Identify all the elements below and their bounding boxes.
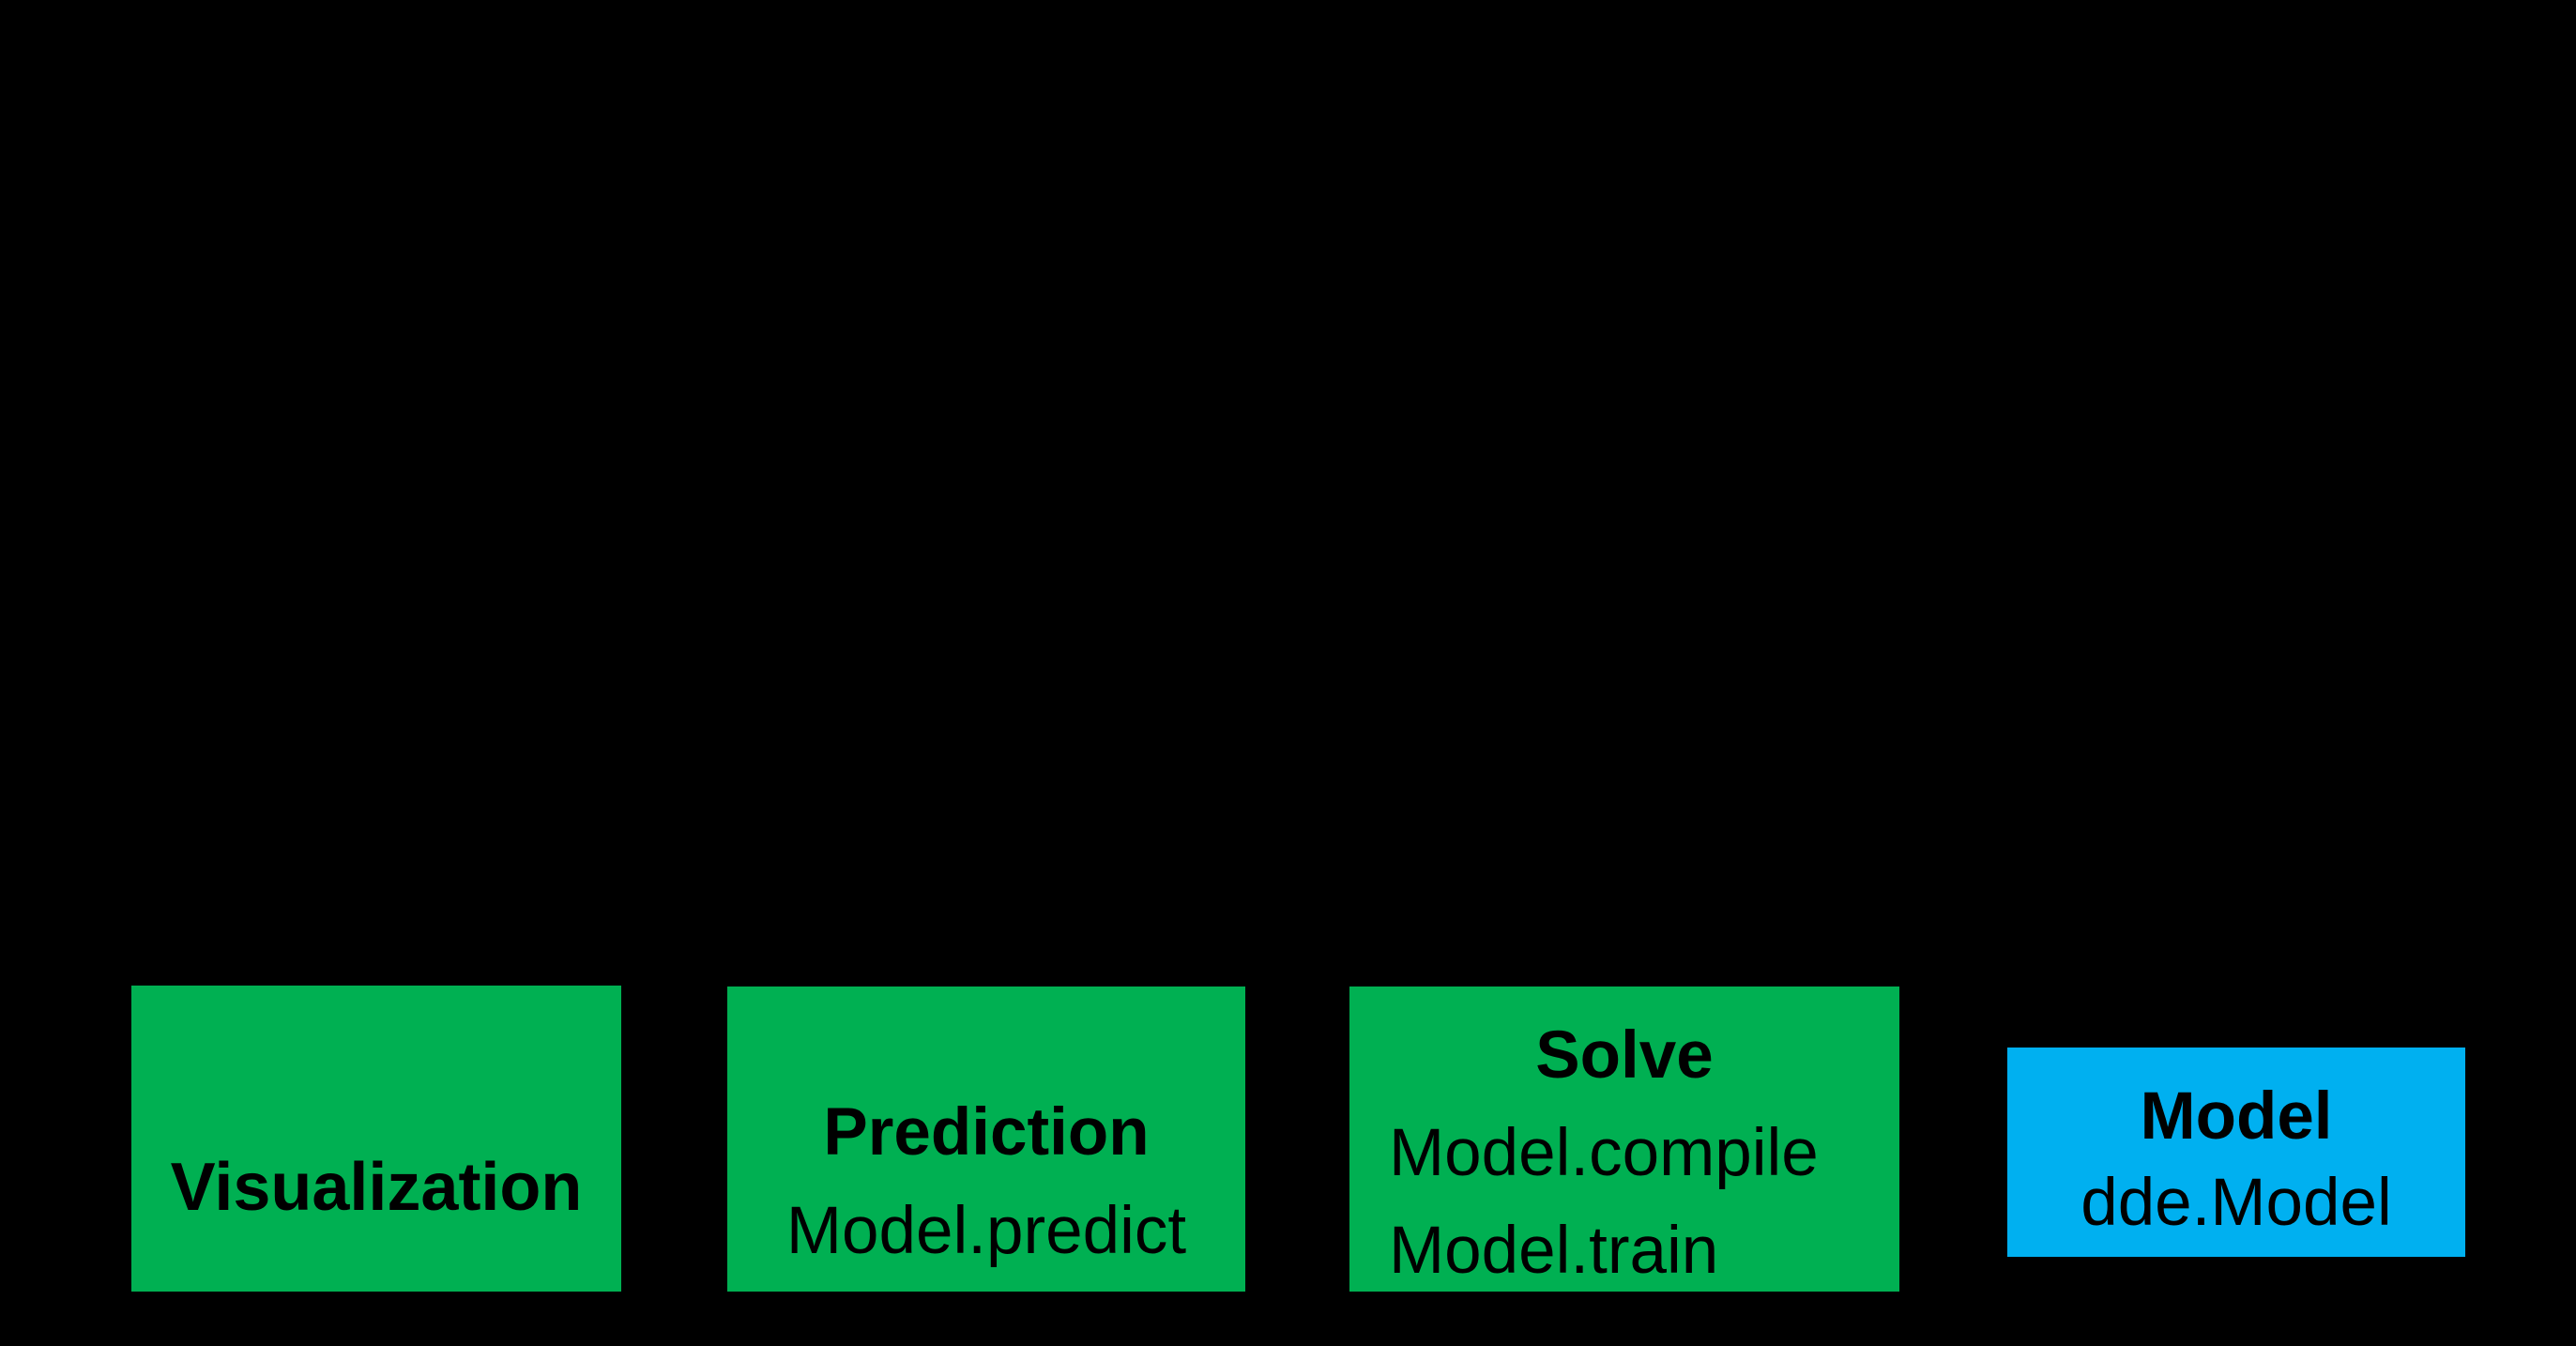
node-code-line: Model.predict	[785, 1194, 1187, 1268]
node-title: Model	[2140, 1079, 2333, 1154]
node-title: Visualization	[170, 1150, 583, 1225]
node-code-line: Model.compile	[1389, 1116, 1819, 1190]
node-title: Prediction	[823, 1095, 1150, 1170]
node-solve: Solve Model.compile Model.train	[1349, 987, 1899, 1292]
node-visualization: Visualization	[131, 986, 621, 1292]
node-title: Solve	[1535, 1018, 1714, 1093]
node-prediction: Prediction Model.predict	[727, 987, 1245, 1292]
node-code-line: dde.Model	[2081, 1166, 2392, 1240]
node-model: Model dde.Model	[2007, 1048, 2465, 1257]
node-code-line: Model.train	[1389, 1214, 1719, 1288]
